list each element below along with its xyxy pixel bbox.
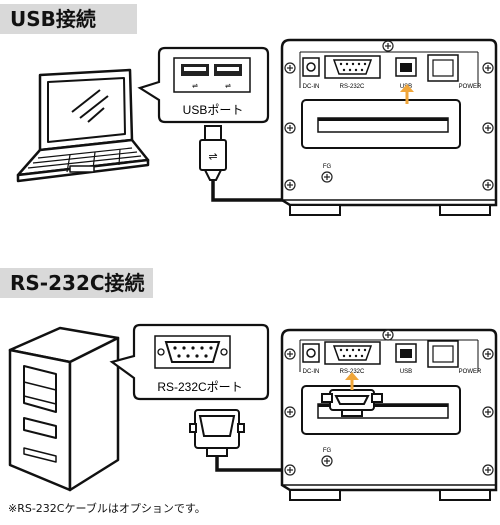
usb-port-label: USB — [400, 369, 412, 375]
connection-arrow-icon — [400, 84, 414, 92]
dc-in-label: DC-IN — [303, 369, 320, 375]
db9-port-icon — [164, 341, 221, 363]
section-title-rs232c: RS-232C接続 — [0, 268, 153, 298]
section-title-usb: USB接続 — [0, 4, 137, 34]
device-rear-panel: DC-IN RS-232C USB POWER FG — [280, 38, 498, 216]
callout-label: USBポート — [183, 103, 244, 117]
db9-connector-icon — [321, 389, 383, 417]
rs232c-port-callout: RS-232Cポート — [109, 323, 270, 401]
optional-cable-note: ※RS-232Cケーブルはオプションです。 — [8, 502, 206, 515]
callout-label: RS-232Cポート — [157, 380, 242, 394]
power-label: POWER — [459, 84, 482, 90]
rs232c-port-label: RS-232C — [340, 84, 365, 90]
desktop-pc-icon — [8, 326, 120, 492]
db9-connector-icon — [189, 409, 245, 457]
fg-label: FG — [323, 448, 332, 454]
device-rear-panel: DC-IN RS-232C USB POWER FG — [280, 328, 498, 501]
rs232c-port-label: RS-232C — [340, 369, 365, 375]
connection-arrow-icon — [345, 372, 359, 380]
usb-plug-icon: ⇌ — [199, 125, 227, 181]
usb-port-callout: ⇌ ⇌ USBポート — [137, 46, 270, 124]
svg-text:⇌: ⇌ — [192, 83, 198, 90]
svg-text:⇌: ⇌ — [208, 151, 217, 163]
dc-in-label: DC-IN — [303, 84, 320, 90]
laptop-icon — [16, 68, 150, 183]
fg-label: FG — [323, 164, 332, 170]
svg-text:⇌: ⇌ — [225, 83, 231, 90]
power-label: POWER — [459, 369, 482, 375]
